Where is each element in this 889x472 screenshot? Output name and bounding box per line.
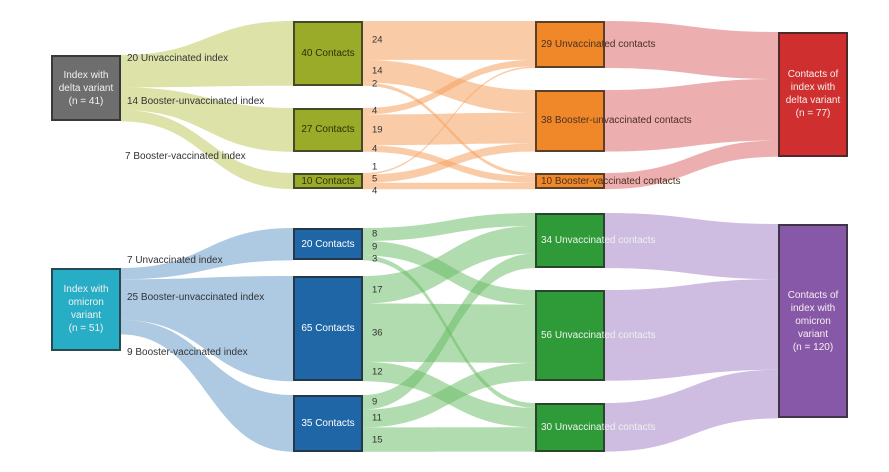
delta-link-value-label: 4 bbox=[372, 185, 378, 197]
omicron-node-35-contacts: 35 Contacts bbox=[293, 395, 363, 452]
delta-node-10-booster-vaccinated-contacts: 10 Booster-vaccinated contacts bbox=[535, 173, 681, 190]
delta-node-label: Contacts of index with delta variant (n … bbox=[785, 69, 841, 120]
delta-link-value-label: 5 bbox=[372, 173, 378, 185]
delta-link-0-3 bbox=[121, 110, 293, 190]
omicron-link-value-label: 15 bbox=[372, 434, 383, 446]
omicron-node-56-unvaccinated-contacts: 56 Unvaccinated contacts bbox=[535, 290, 656, 381]
omicron-link-value-label: 9 bbox=[372, 241, 378, 253]
omicron-node-index-with-omicron-variant-n-51: Index with omicron variant (n = 51) bbox=[51, 268, 121, 351]
omicron-link-label-9-booster-vaccinated-index: 9 Booster-vaccinated index bbox=[127, 347, 248, 358]
delta-link-6-7 bbox=[605, 140, 778, 190]
delta-node-label: 10 Booster-vaccinated contacts bbox=[541, 175, 681, 187]
delta-link-4-7 bbox=[605, 21, 778, 79]
omicron-link-value-label: 11 bbox=[372, 412, 382, 424]
delta-link-value-label: 19 bbox=[372, 124, 383, 136]
omicron-link-value-label: 9 bbox=[372, 396, 378, 408]
delta-node-29-unvaccinated-contacts: 29 Unvaccinated contacts bbox=[535, 21, 656, 68]
omicron-node-label: Index with omicron variant (n = 51) bbox=[63, 284, 109, 335]
omicron-node-65-contacts: 65 Contacts bbox=[293, 276, 363, 382]
omicron-link-0-1 bbox=[121, 228, 293, 280]
omicron-link-value-label: 17 bbox=[372, 284, 383, 296]
delta-link-value-label: 4 bbox=[372, 143, 378, 154]
omicron-link-6-7 bbox=[605, 369, 778, 452]
omicron-link-value-label: 12 bbox=[372, 366, 383, 378]
omicron-node-label: 35 Contacts bbox=[301, 417, 355, 429]
omicron-link-label-25-booster-unvaccinated-index: 25 Booster-unvaccinated index bbox=[127, 292, 265, 303]
delta-node-10-contacts: 10 Contacts bbox=[293, 173, 363, 190]
delta-node-27-contacts: 27 Contacts bbox=[293, 108, 363, 152]
delta-link-value-label: 14 bbox=[372, 65, 383, 77]
omicron-node-label: Contacts of index with omicron variant (… bbox=[787, 289, 839, 353]
delta-link-value-label: 2 bbox=[372, 78, 378, 90]
omicron-node-label: 56 Unvaccinated contacts bbox=[541, 329, 656, 341]
omicron-link-0-3 bbox=[121, 319, 293, 452]
omicron-node-label: 65 Contacts bbox=[301, 323, 355, 335]
delta-link-1-4 bbox=[363, 21, 535, 60]
delta-link-label-14-booster-unvaccinated-index: 14 Booster-unvaccinated index bbox=[127, 96, 265, 107]
delta-link-label-7-booster-vaccinated-index: 7 Booster-vaccinated index bbox=[125, 151, 246, 162]
delta-link-value-label: 1 bbox=[372, 161, 378, 173]
delta-node-40-contacts: 40 Contacts bbox=[293, 21, 363, 86]
delta-link-value-label: 24 bbox=[372, 34, 383, 46]
delta-link-0-2 bbox=[121, 87, 293, 152]
delta-link-0-1 bbox=[121, 21, 293, 88]
delta-node-label: 10 Contacts bbox=[301, 175, 355, 187]
delta-node-index-with-delta-variant-n-41: Index with delta variant (n = 41) bbox=[51, 55, 121, 122]
omicron-link-0-2 bbox=[121, 276, 293, 382]
delta-link-3-6 bbox=[363, 182, 535, 190]
delta-node-label: 40 Contacts bbox=[301, 47, 355, 59]
omicron-node-label: 34 Unvaccinated contacts bbox=[541, 235, 656, 247]
delta-link-label-20-unvaccinated-index: 20 Unvaccinated index bbox=[127, 53, 229, 64]
omicron-node-contacts-of-index-with-omicron-variant-n-120: Contacts of index with omicron variant (… bbox=[778, 224, 848, 419]
omicron-link-1-4 bbox=[363, 213, 535, 241]
delta-link-2-5 bbox=[363, 112, 535, 146]
delta-node-label: 38 Booster-unvaccinated contacts bbox=[541, 115, 692, 127]
delta-link-value-label: 4 bbox=[372, 105, 378, 117]
omicron-link-4-7 bbox=[605, 213, 778, 280]
omicron-link-5-7 bbox=[605, 279, 778, 381]
omicron-link-value-label: 3 bbox=[372, 253, 378, 265]
omicron-node-label: 20 Contacts bbox=[301, 238, 355, 250]
omicron-node-34-unvaccinated-contacts: 34 Unvaccinated contacts bbox=[535, 213, 656, 269]
omicron-node-label: 30 Unvaccinated contacts bbox=[541, 421, 656, 433]
delta-node-label: 29 Unvaccinated contacts bbox=[541, 38, 656, 50]
omicron-node-30-unvaccinated-contacts: 30 Unvaccinated contacts bbox=[535, 403, 656, 452]
omicron-link-value-label: 8 bbox=[372, 228, 378, 240]
delta-link-3-5 bbox=[363, 143, 535, 183]
omicron-link-3-4 bbox=[363, 253, 535, 410]
delta-link-3-4 bbox=[363, 66, 535, 175]
omicron-link-label-7-unvaccinated-index: 7 Unvaccinated index bbox=[127, 255, 223, 266]
omicron-link-3-6 bbox=[363, 427, 535, 452]
omicron-node-20-contacts: 20 Contacts bbox=[293, 228, 363, 261]
delta-node-38-booster-unvaccinated-contacts: 38 Booster-unvaccinated contacts bbox=[535, 90, 692, 152]
delta-link-5-7 bbox=[605, 78, 778, 152]
delta-node-label: Index with delta variant (n = 41) bbox=[58, 69, 114, 107]
omicron-link-2-4 bbox=[363, 225, 535, 304]
omicron-link-3-5 bbox=[363, 362, 535, 428]
omicron-link-value-label: 36 bbox=[372, 327, 383, 339]
delta-link-2-4 bbox=[363, 59, 535, 115]
delta-node-label: 27 Contacts bbox=[301, 124, 355, 136]
delta-node-contacts-of-index-with-delta-variant-n-77: Contacts of index with delta variant (n … bbox=[778, 32, 848, 157]
